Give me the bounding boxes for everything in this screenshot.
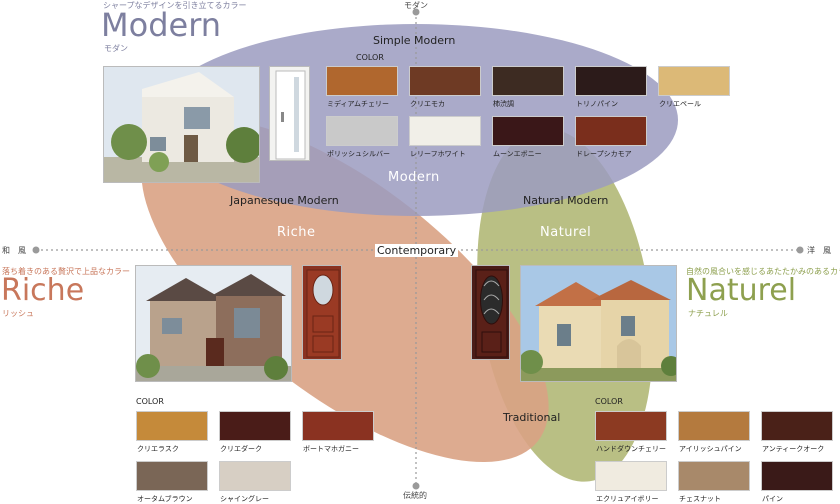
riche-swatch-label: クリエダーク — [220, 445, 262, 453]
riche-swatch — [219, 411, 291, 441]
zone-simple-modern: Simple Modern — [373, 34, 456, 47]
naturel-swatch — [595, 461, 667, 491]
riche-house-photo — [135, 265, 292, 382]
bottom-axis-label: 伝統的 — [403, 491, 427, 500]
naturel-tagline: 自然の風合いを感じるあたたかみのあるカラー — [686, 267, 840, 276]
modern-swatch-label: 柿渋調 — [493, 100, 514, 108]
zone-naturel: Naturel — [540, 225, 592, 240]
riche-tagline: 落ち着きのある贅沢で上品なカラー — [2, 267, 130, 276]
naturel-swatch-label: パイン — [762, 495, 783, 503]
axis-dot-right — [796, 246, 804, 254]
axis-dot-left — [32, 246, 40, 254]
modern-swatch — [326, 66, 398, 96]
modern-swatch — [658, 66, 730, 96]
naturel-swatch-label: ハンドダウンチェリー — [596, 445, 666, 453]
naturel-swatch — [678, 411, 750, 441]
naturel-swatch-label: エクリュアイボリー — [596, 495, 659, 503]
modern-swatch-label: ミディアムチェリー — [327, 100, 390, 108]
riche-door-image — [303, 266, 341, 359]
modern-swatch-label: トリノパイン — [576, 100, 618, 108]
axis-dot-bottom — [412, 482, 420, 490]
right-axis-label: 洋 風 — [807, 246, 831, 255]
riche-house-image — [136, 266, 291, 381]
riche-swatch-label: ボートマホガニー — [303, 445, 359, 453]
modern-door-image — [270, 67, 309, 160]
riche-swatch-label: クリエラスク — [137, 445, 179, 453]
naturel-swatch — [761, 411, 833, 441]
modern-swatch-label: ポリッシュシルバー — [327, 150, 390, 158]
modern-swatch-label: クリエペール — [659, 100, 701, 108]
modern-kana: モダン — [104, 44, 128, 53]
left-axis-label: 和 風 — [2, 246, 26, 255]
modern-swatch — [492, 116, 564, 146]
modern-swatch — [409, 116, 481, 146]
riche-kana: リッシュ — [2, 309, 34, 318]
modern-swatch — [326, 116, 398, 146]
top-axis-label: モダン — [404, 1, 428, 10]
modern-swatch-label: ムーンエボニー — [493, 150, 542, 158]
naturel-swatch — [761, 461, 833, 491]
zone-japanesque-modern: Japanesque Modern — [230, 194, 339, 207]
zone-modern: Modern — [388, 170, 440, 185]
zone-traditional: Traditional — [503, 411, 561, 424]
riche-color-label: COLOR — [136, 397, 164, 406]
modern-swatch — [575, 116, 647, 146]
modern-swatch-label: クリエモカ — [410, 100, 445, 108]
modern-house-photo — [103, 66, 260, 183]
zone-natural-modern: Natural Modern — [523, 194, 609, 207]
modern-swatch — [575, 66, 647, 96]
riche-swatch-label: オータムブラウン — [137, 495, 193, 503]
riche-ellipse — [141, 117, 549, 463]
modern-swatch-label: ドレープシカモア — [576, 150, 632, 158]
naturel-kana: ナチュレル — [688, 309, 728, 318]
naturel-swatch-label: アイリッシュパイン — [679, 445, 742, 453]
naturel-house-image — [521, 266, 676, 381]
naturel-swatch-label: チェスナット — [679, 495, 721, 503]
modern-title: Modern — [101, 6, 222, 44]
modern-swatch-label: レリーフホワイト — [410, 150, 466, 158]
riche-swatch — [136, 411, 208, 441]
naturel-color-label: COLOR — [595, 397, 623, 406]
riche-title: Riche — [1, 273, 85, 308]
riche-swatch-label: シャイングレー — [220, 495, 269, 503]
naturel-title: Naturel — [686, 273, 797, 308]
modern-house-image — [104, 67, 259, 182]
riche-swatch — [136, 461, 208, 491]
modern-swatch — [409, 66, 481, 96]
modern-swatch — [492, 66, 564, 96]
riche-swatch — [302, 411, 374, 441]
naturel-house-photo — [520, 265, 677, 382]
riche-door-photo — [302, 265, 342, 360]
modern-tagline: シャープなデザインを引き立てるカラー — [103, 1, 247, 10]
modern-color-label: COLOR — [356, 53, 384, 62]
riche-swatch — [219, 461, 291, 491]
zone-riche: Riche — [277, 225, 316, 240]
naturel-swatch — [595, 411, 667, 441]
naturel-door-photo — [471, 265, 510, 360]
modern-door-photo — [269, 66, 310, 161]
zone-contemporary: Contemporary — [375, 244, 459, 257]
naturel-swatch-label: アンティークオーク — [762, 445, 825, 453]
naturel-swatch — [678, 461, 750, 491]
axis-dot-top — [412, 8, 420, 16]
naturel-door-image — [472, 266, 509, 359]
